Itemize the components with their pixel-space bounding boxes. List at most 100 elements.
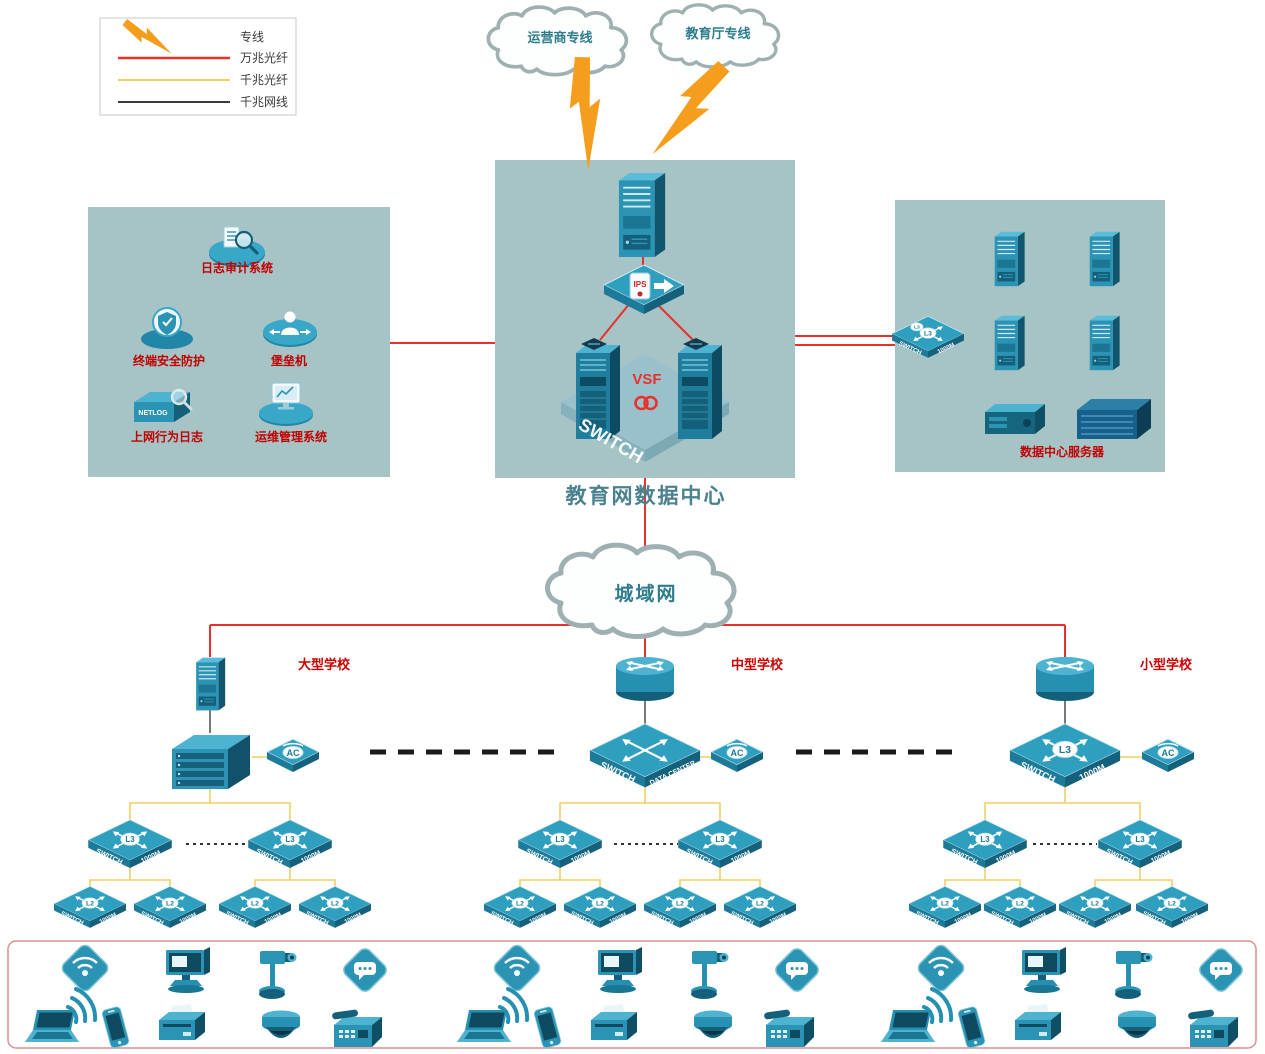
medium-agg2-to-acc4: [720, 879, 761, 890]
man-cloud-label: 城域网: [614, 582, 677, 605]
device-label: L2: [1016, 901, 1024, 908]
device-label: NETLOG: [138, 410, 168, 417]
device-label: AC: [287, 748, 300, 758]
small-school-router: [1035, 656, 1095, 702]
ips-to-vsf-2: [655, 302, 694, 341]
large-agg1-to-acc2: [130, 879, 171, 890]
flatsrv-icon: [985, 404, 1045, 434]
medium-agg2-to-acc3: [679, 866, 721, 890]
badge: [710, 832, 730, 846]
large-school-ac: AC: [266, 738, 320, 773]
badge: [1011, 897, 1029, 909]
server-icon: [994, 231, 1026, 287]
dc-server-1: [994, 231, 1026, 287]
large-agg2-to-acc4: [290, 879, 336, 890]
chassis-icon: [172, 735, 250, 789]
dc-server-4: [1089, 315, 1121, 371]
large-school-gateway: [195, 657, 226, 711]
racksrv-icon: [1076, 398, 1152, 440]
medium-core-to-agg2: [645, 802, 721, 824]
small-core-to-agg2: [1065, 802, 1141, 824]
badge: [81, 897, 99, 909]
device-label: L2: [251, 901, 259, 908]
badge: [751, 897, 769, 909]
device-label: L3: [715, 835, 725, 844]
device-label: L2: [166, 901, 174, 908]
router-icon: [1035, 656, 1095, 702]
badge: [975, 832, 995, 846]
device-label: L3: [555, 835, 565, 844]
server-icon: [1089, 231, 1121, 287]
dc-storage-1: [985, 404, 1045, 434]
badge: [1130, 832, 1150, 846]
bastion-label: 堡垒机: [271, 353, 307, 368]
legend-label-1g-cable: 千兆网线: [240, 95, 288, 109]
device-label: AC: [1162, 748, 1175, 758]
device-label: L2: [86, 901, 94, 908]
legend-label-1g-fiber: 千兆光纤: [240, 73, 288, 87]
device-label: L3: [1135, 835, 1145, 844]
badge: [161, 897, 179, 909]
device-label: L2: [676, 901, 684, 908]
badge: [671, 897, 689, 909]
device-label: L2: [516, 901, 524, 908]
medium-agg1-to-acc2: [560, 879, 601, 890]
badge: [919, 327, 937, 339]
device-label: L3: [125, 835, 135, 844]
switch-icon: [588, 722, 702, 789]
ips-to-vsf-1: [599, 302, 631, 341]
large-school-core: [172, 735, 250, 789]
router-icon: [615, 656, 675, 702]
badge: [910, 322, 924, 332]
device-label: L2: [1168, 901, 1176, 908]
vsf-label: VSF: [632, 371, 661, 388]
net-behavior-log-label: 上网行为日志: [131, 429, 203, 444]
device-label: L3: [924, 331, 932, 338]
device-label: IPS: [634, 280, 648, 289]
edu-cloud-label: 教育厅专线: [684, 26, 750, 41]
badge: [550, 832, 570, 846]
lightning-layer: [546, 50, 732, 171]
badge: [280, 832, 300, 846]
badge: [1052, 740, 1078, 758]
ops-management-label: 运维管理系统: [255, 429, 327, 444]
server-icon: [618, 172, 667, 258]
large-school-label: 大型学校: [298, 657, 351, 672]
device-label: L3: [980, 835, 990, 844]
badge: [1086, 897, 1104, 909]
vsf-switch-2: [677, 337, 723, 440]
device-label: L3: [285, 835, 295, 844]
small-school-label: 小型学校: [1140, 657, 1193, 672]
server-icon: [1089, 315, 1121, 371]
device-label: L2: [1091, 901, 1099, 908]
dc-server-3: [994, 315, 1026, 371]
dc-server-2: [1089, 231, 1121, 287]
device-label: L2: [756, 901, 764, 908]
badge: [511, 897, 529, 909]
badge: [591, 897, 609, 909]
large-agg2-to-acc3: [254, 866, 291, 890]
ips-device: IPS: [603, 264, 685, 315]
medium-school-ac: AC: [710, 738, 764, 773]
medium-agg1-to-acc1: [519, 866, 561, 890]
device-label: L2: [941, 901, 949, 908]
badge: [246, 897, 264, 909]
terminal-security-label: 终端安全防护: [133, 353, 205, 368]
